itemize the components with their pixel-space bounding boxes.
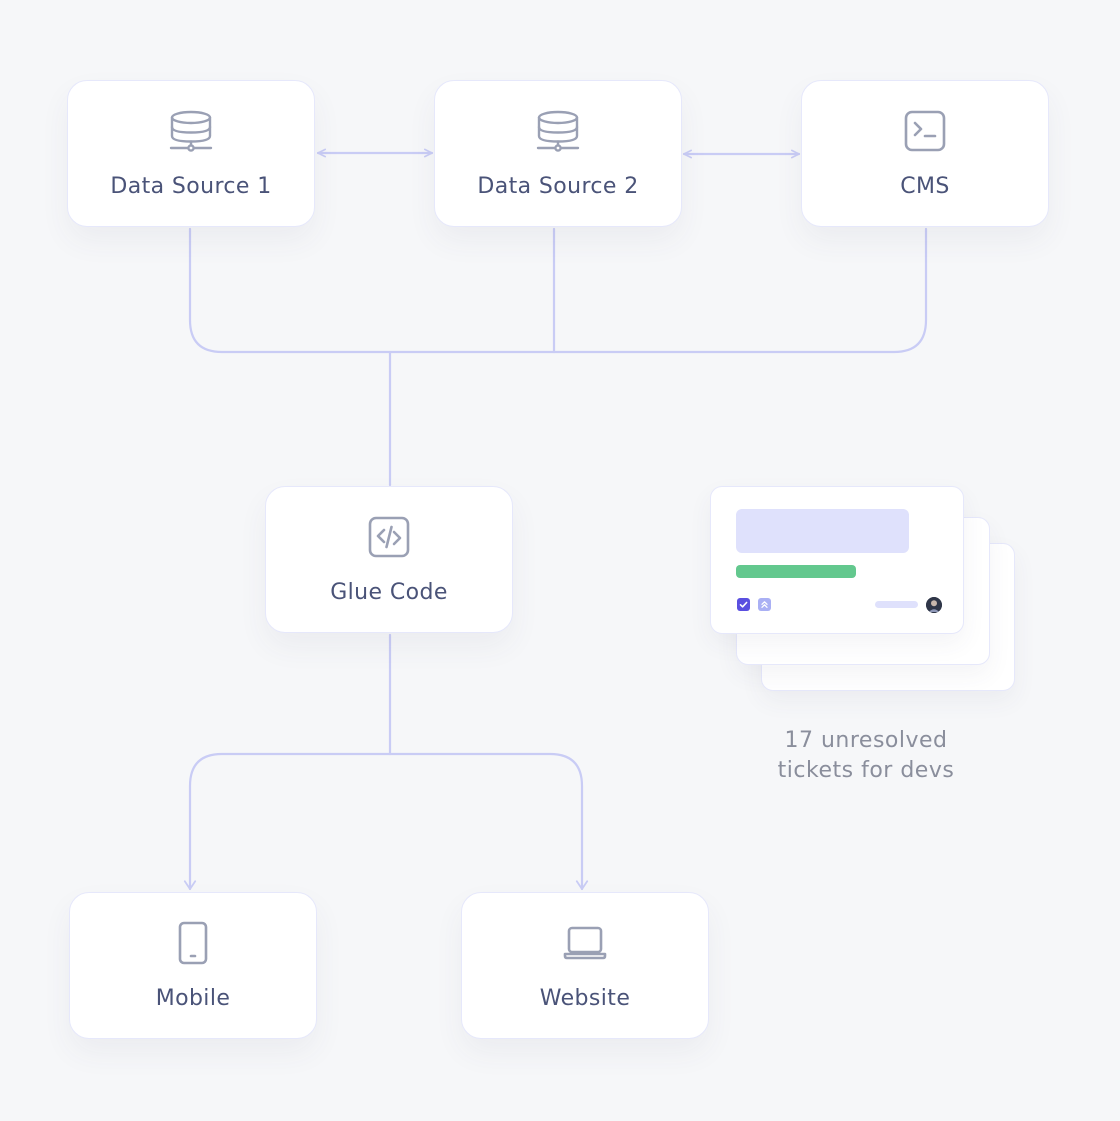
terminal-icon bbox=[903, 109, 947, 153]
node-data-source-2[interactable]: Data Source 2 bbox=[434, 80, 682, 227]
node-glue-code[interactable]: Glue Code bbox=[265, 486, 513, 633]
node-label: Website bbox=[539, 986, 631, 1011]
node-data-source-1[interactable]: Data Source 1 bbox=[67, 80, 315, 227]
ticket-card[interactable] bbox=[710, 486, 964, 634]
code-icon bbox=[367, 515, 411, 559]
database-icon bbox=[169, 109, 213, 153]
merge-line-cms bbox=[552, 227, 928, 354]
node-label: Data Source 1 bbox=[110, 174, 272, 199]
avatar bbox=[926, 597, 942, 613]
ticket-progress-bar bbox=[736, 565, 856, 578]
merge-line-ds1 bbox=[188, 227, 556, 354]
caption-line: tickets for devs bbox=[777, 758, 955, 783]
branch-to-website bbox=[388, 752, 589, 891]
node-label: CMS bbox=[900, 174, 950, 199]
checkbox-icon bbox=[737, 598, 750, 611]
node-cms[interactable]: CMS bbox=[801, 80, 1049, 227]
mobile-phone-icon bbox=[171, 921, 215, 965]
node-label: Glue Code bbox=[330, 580, 448, 605]
laptop-icon bbox=[563, 921, 607, 965]
database-icon bbox=[536, 109, 580, 153]
ticket-meta-placeholder bbox=[875, 601, 918, 608]
node-website[interactable]: Website bbox=[461, 892, 709, 1039]
priority-chevron-icon bbox=[758, 598, 771, 611]
ticket-title-placeholder bbox=[736, 509, 909, 553]
node-mobile[interactable]: Mobile bbox=[69, 892, 317, 1039]
node-label: Data Source 2 bbox=[477, 174, 639, 199]
node-label: Mobile bbox=[155, 986, 231, 1011]
caption-line: 17 unresolved bbox=[784, 728, 948, 753]
branch-to-mobile bbox=[183, 752, 392, 891]
unresolved-tickets-caption: 17 unresolved tickets for devs bbox=[740, 726, 992, 786]
